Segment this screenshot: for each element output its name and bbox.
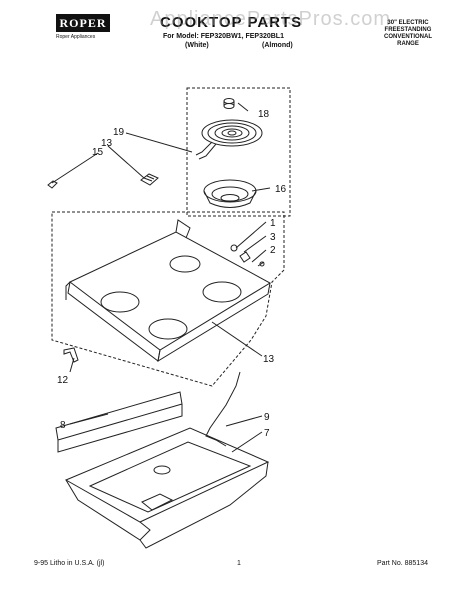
callout-label: 19	[113, 127, 125, 138]
callout-label: 7	[264, 428, 270, 439]
burner-opening	[148, 318, 188, 340]
footer-part-number: Part No. 885134	[377, 560, 428, 567]
description-line: FREESTANDING	[384, 27, 432, 33]
surface-element	[195, 119, 263, 160]
footer-litho: 9-95 Litho in U.S.A. (jl)	[34, 560, 105, 567]
callout-labels: 18 16 19 13 15 1 3 2 13 12 8 9 7	[57, 109, 287, 439]
description-line: CONVENTIONAL	[384, 34, 432, 40]
callout-label: 12	[57, 375, 69, 386]
cooktop-bracket	[63, 347, 79, 363]
callout-label: 15	[92, 147, 104, 158]
element-group-box	[186, 87, 291, 217]
hinge-screws	[230, 244, 265, 267]
appliance-description: 30" ELECTRIC FREESTANDING CONVENTIONAL R…	[368, 20, 448, 48]
cooktop-group-box	[51, 211, 285, 387]
description-line: 30" ELECTRIC	[387, 20, 429, 26]
callout-label: 3	[270, 232, 276, 243]
page-title: COOKTOP PARTS	[160, 14, 303, 31]
burner-opening	[100, 291, 140, 313]
burner-opening	[169, 255, 201, 273]
brand-subtitle: Roper Appliances	[56, 34, 96, 40]
callout-label: 13	[101, 138, 113, 149]
brand-logo: ROPER Roper Appliances	[56, 14, 110, 44]
ground-wire	[205, 371, 241, 447]
element-cap	[223, 98, 235, 109]
receptacle	[140, 173, 159, 186]
brand-name: ROPER	[56, 14, 110, 32]
callout-label: 8	[60, 420, 66, 431]
front-trim-panel	[55, 391, 183, 453]
callout-label: 9	[264, 412, 270, 423]
footer-page-number: 1	[237, 560, 241, 567]
description-line: RANGE	[397, 41, 419, 47]
drip-bowl	[203, 179, 257, 208]
color-almond: (Almond)	[262, 42, 293, 49]
callout-label: 16	[275, 184, 287, 195]
leader-lines	[51, 102, 271, 453]
callout-label: 13	[263, 354, 275, 365]
burner-box	[64, 427, 270, 549]
burner-opening	[202, 281, 242, 303]
callout-label: 1	[270, 218, 276, 229]
receptacle-clip	[47, 180, 58, 189]
watermark: AppliancePartsPros.com	[150, 8, 391, 30]
color-white: (White)	[185, 42, 209, 49]
callout-label: 2	[270, 245, 276, 256]
model-line: For Model: FEP320BW1, FEP320BL1	[163, 33, 284, 40]
callout-label: 18	[258, 109, 270, 120]
cooktop	[65, 219, 272, 363]
